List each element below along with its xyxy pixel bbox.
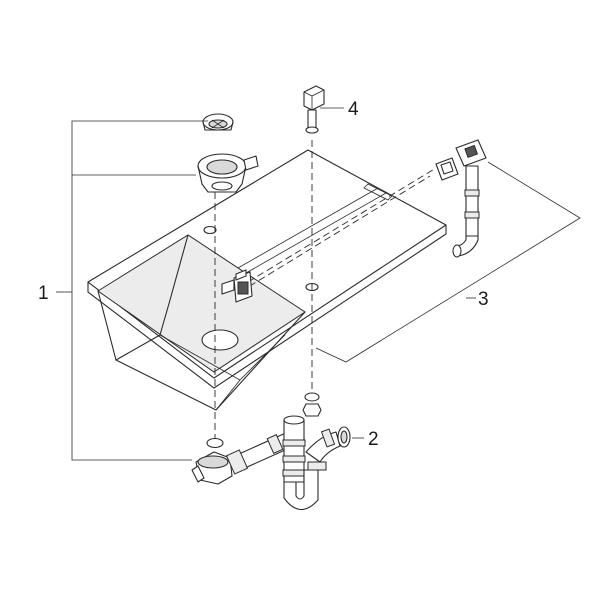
overflow-hose bbox=[435, 139, 487, 258]
siphon-trap bbox=[282, 392, 351, 511]
overflow-fitting bbox=[221, 269, 253, 303]
pop-up-button bbox=[303, 85, 325, 134]
strainer-plug bbox=[202, 113, 234, 131]
drain-waste-connector bbox=[191, 431, 295, 485]
strainer-basket bbox=[197, 153, 259, 193]
callout-3: 3 bbox=[478, 289, 489, 310]
callout-2: 2 bbox=[368, 429, 379, 450]
assembly-guide-lines bbox=[214, 140, 437, 440]
leader-lines bbox=[56, 107, 581, 461]
sink-body bbox=[87, 149, 447, 411]
callout-4: 4 bbox=[348, 99, 359, 120]
callout-1: 1 bbox=[38, 283, 49, 304]
